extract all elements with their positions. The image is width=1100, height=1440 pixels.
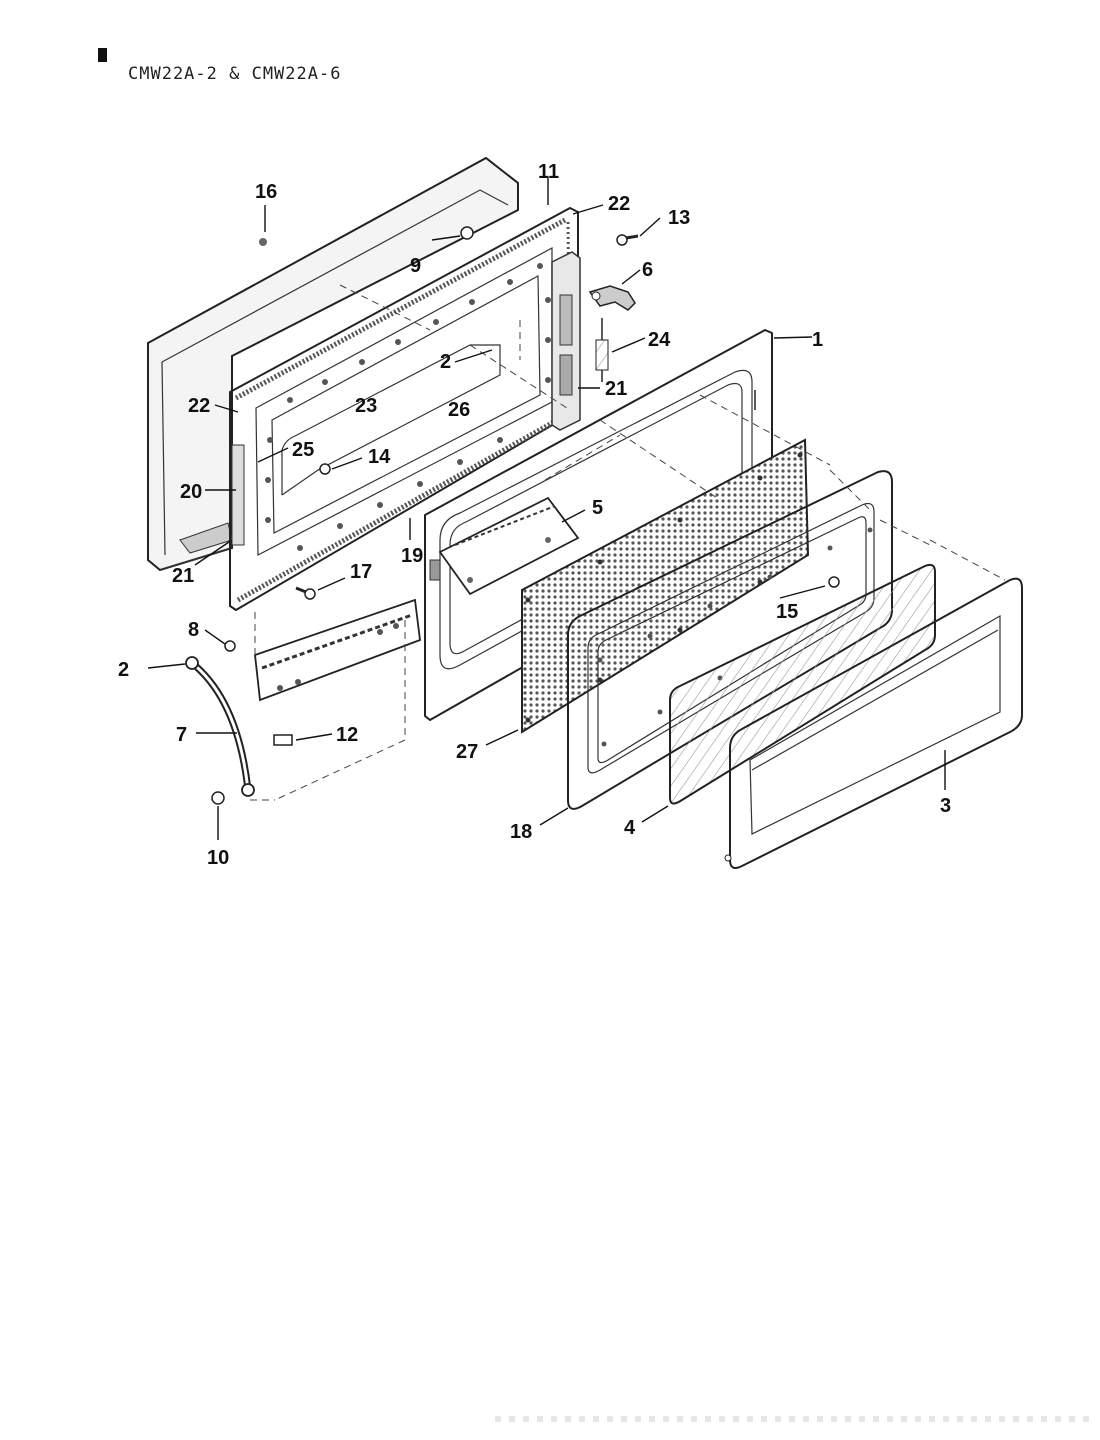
callout-26: 26: [448, 399, 470, 421]
callout-23: 23: [355, 395, 377, 417]
header-marker: [98, 48, 107, 62]
callout-5: 5: [592, 497, 603, 519]
leader-lines: [147, 178, 946, 840]
callout-20: 20: [180, 481, 202, 503]
model-numbers: CMW22A-2 & CMW22A-6: [128, 64, 342, 84]
callout-8: 8: [188, 619, 199, 641]
door-glass: [669, 563, 936, 805]
bottom-hinge-plate: [254, 598, 421, 702]
callout-21-right: 21: [605, 378, 627, 400]
callout-4: 4: [624, 817, 636, 839]
outer-door-panel: [147, 156, 519, 572]
callout-22-left: 22: [188, 395, 210, 417]
callout-2-lower: 2: [118, 659, 129, 681]
callout-3: 3: [940, 795, 951, 817]
callout-2-upper: 2: [440, 351, 451, 373]
latch-spring: [595, 318, 609, 382]
small-hardware: [211, 226, 840, 805]
callout-9: 9: [410, 255, 421, 277]
callout-1: 1: [812, 329, 823, 351]
outer-glass-frame: [724, 577, 1023, 869]
callout-24: 24: [648, 329, 671, 351]
callout-19: 19: [401, 545, 423, 567]
callout-25: 25: [292, 439, 314, 461]
alignment-lines: [250, 284, 1006, 801]
callout-7: 7: [176, 724, 187, 746]
callout-15: 15: [776, 601, 798, 623]
callout-16: 16: [255, 181, 277, 203]
door-latch: [588, 285, 636, 311]
inner-door-frame: [229, 207, 581, 611]
callout-10: 10: [207, 847, 229, 869]
callout-27: 27: [456, 741, 478, 763]
callout-18: 18: [510, 821, 532, 843]
callout-21-left: 21: [172, 565, 194, 587]
callout-12: 12: [336, 724, 358, 746]
hinge-bracket-5: [438, 496, 580, 596]
door-arm: [185, 656, 255, 797]
callout-14: 14: [368, 446, 391, 468]
callout-11: 11: [538, 161, 559, 183]
callout-22-top: 22: [608, 193, 630, 215]
callout-labels: 16 11 22 13 9 6 24 1 2 21 22 23 26 25 14…: [118, 161, 951, 869]
callout-17: 17: [350, 561, 372, 583]
screw-13: [616, 234, 639, 246]
scan-artifact: [495, 1416, 1095, 1422]
callout-13: 13: [668, 207, 690, 229]
callout-6: 6: [642, 259, 653, 281]
mesh-screen: [521, 438, 810, 734]
